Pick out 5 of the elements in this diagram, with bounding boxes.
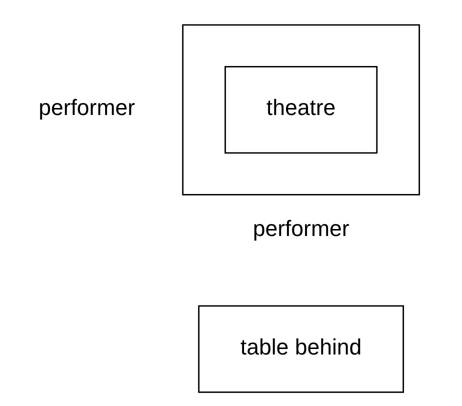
- node-box: theatre: [224, 66, 378, 154]
- node-box: table behind: [198, 305, 404, 393]
- node-label: performer: [252, 216, 349, 242]
- cluster: [182, 24, 420, 196]
- node-label: performer: [38, 95, 135, 120]
